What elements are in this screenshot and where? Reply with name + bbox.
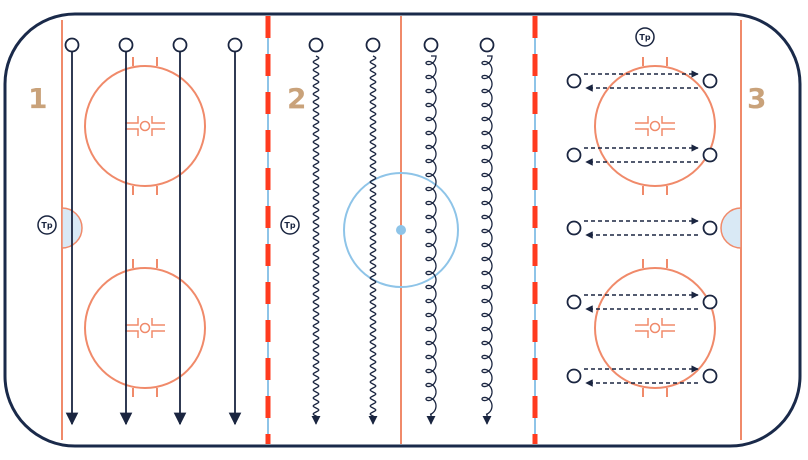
faceoff-dot — [139, 120, 151, 132]
faceoff-dot — [649, 120, 661, 132]
player-marker — [566, 147, 582, 163]
faceoff-l-marker — [151, 318, 165, 326]
faceoff-l-marker — [125, 128, 139, 136]
player-marker — [64, 37, 80, 53]
faceoff-circle — [84, 57, 206, 195]
player-marker — [566, 294, 582, 310]
zone-3-label: 3 — [747, 82, 766, 115]
faceoff-ring — [594, 267, 716, 389]
player-marker — [365, 37, 381, 53]
skate-path-wavy — [312, 55, 320, 419]
faceoff-l-marker — [635, 128, 649, 136]
faceoff-circle — [84, 259, 206, 397]
coach-marker-zone1: Tp — [37, 215, 57, 235]
player-marker — [702, 294, 718, 310]
faceoff-l-marker — [151, 128, 165, 136]
zone-1-drill — [64, 37, 243, 426]
zone-1-label: 1 — [28, 82, 47, 115]
player-marker — [702, 220, 718, 236]
faceoff-dot — [139, 322, 151, 334]
coach-marker-label: Tp — [41, 221, 52, 230]
center-circle — [343, 172, 459, 288]
faceoff-l-marker — [125, 116, 139, 124]
player-marker — [566, 368, 582, 384]
player-marker — [479, 37, 495, 53]
coach-marker-label: Tp — [639, 33, 650, 42]
skate-path-wavy — [369, 55, 377, 419]
faceoff-l-marker — [635, 330, 649, 338]
player-marker — [227, 37, 243, 53]
faceoff-l-marker — [661, 318, 675, 326]
faceoff-l-marker — [125, 318, 139, 326]
faceoff-circle — [594, 57, 716, 195]
coach-marker-zone2: Tp — [280, 215, 300, 235]
player-marker — [702, 147, 718, 163]
faceoff-circles — [84, 57, 716, 397]
faceoff-l-marker — [635, 318, 649, 326]
player-marker — [172, 37, 188, 53]
coach-marker-label: Tp — [284, 221, 295, 230]
faceoff-ring — [84, 65, 206, 187]
player-marker — [566, 220, 582, 236]
coach-marker-zone3: Tp — [635, 27, 655, 47]
center-faceoff-dot — [396, 225, 406, 235]
player-marker — [702, 368, 718, 384]
faceoff-circle — [594, 259, 716, 397]
zone-2-drill — [308, 37, 495, 425]
player-marker — [423, 37, 439, 53]
faceoff-l-marker — [151, 330, 165, 338]
faceoff-dot — [649, 322, 661, 334]
skate-path-loops — [425, 55, 437, 415]
faceoff-l-marker — [125, 330, 139, 338]
player-marker — [308, 37, 324, 53]
player-marker — [566, 73, 582, 89]
right-goal-crease — [720, 207, 742, 249]
skate-path-loops — [481, 55, 493, 415]
player-marker — [702, 73, 718, 89]
faceoff-l-marker — [661, 330, 675, 338]
faceoff-l-marker — [151, 116, 165, 124]
faceoff-l-marker — [661, 116, 675, 124]
faceoff-ring — [84, 267, 206, 389]
faceoff-ring — [594, 65, 716, 187]
player-marker — [118, 37, 134, 53]
faceoff-l-marker — [635, 116, 649, 124]
zone-2-label: 2 — [287, 82, 306, 115]
faceoff-l-marker — [661, 128, 675, 136]
zone-3-drill — [566, 70, 718, 387]
